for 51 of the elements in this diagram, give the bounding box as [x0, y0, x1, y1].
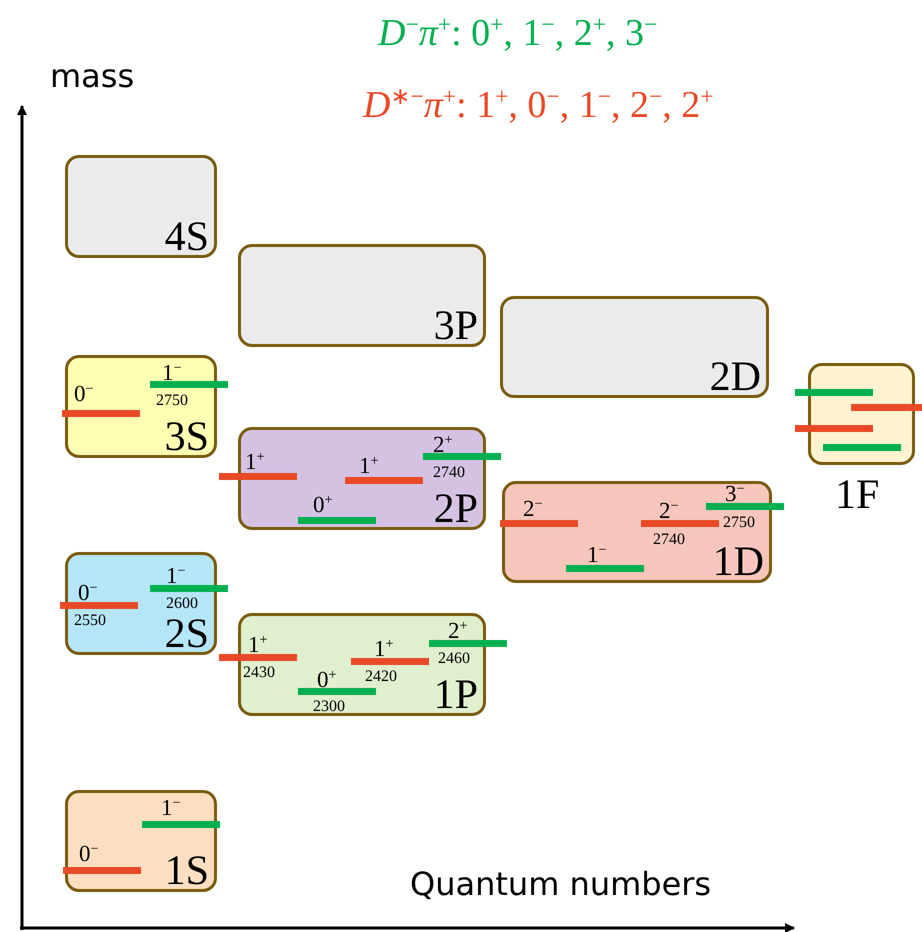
mass-value-label: 2600 — [166, 596, 198, 612]
spin-parity-label: 0$^{−}$ — [79, 842, 99, 865]
band-label: 3P — [434, 305, 478, 347]
spin-parity-label: 2$^{−}$ — [523, 497, 543, 520]
spin-parity-label: 0$^{+}$ — [317, 668, 337, 691]
multiplet-box — [65, 790, 217, 892]
spin-parity-label: 2$^{+}$ — [433, 433, 453, 456]
spin-parity-label: 1$^{−}$ — [166, 564, 186, 587]
mass-value-label: 2420 — [365, 669, 397, 685]
spin-parity-label: 0$^{−}$ — [78, 581, 98, 604]
mass-value-label: 2300 — [313, 699, 345, 715]
mass-value-label: 2740 — [433, 465, 465, 481]
spin-parity-label: 1$^{−}$ — [587, 543, 607, 566]
multiplet-box — [238, 613, 486, 716]
spin-parity-label: 2$^{−}$ — [659, 499, 679, 522]
spin-parity-label: 1$^{+}$ — [248, 633, 268, 656]
band-label: 2D — [710, 356, 761, 398]
band-label: 1D — [712, 541, 764, 583]
spin-parity-label: 1$^{−}$ — [162, 361, 182, 384]
multiplet-box — [238, 427, 486, 530]
spin-parity-label: 0$^{−}$ — [74, 382, 94, 405]
band-label: 2S — [164, 613, 209, 655]
multiplet-box — [65, 552, 217, 655]
band-label: 2P — [434, 488, 478, 530]
mass-value-label: 2750 — [723, 515, 755, 531]
spin-parity-label: 1$^{+}$ — [245, 450, 265, 473]
band-label: 4S — [164, 216, 209, 258]
mass-value-label: 2750 — [156, 393, 188, 409]
spin-parity-label: 1$^{+}$ — [374, 637, 394, 660]
mass-value-label: 2550 — [74, 613, 106, 629]
mass-value-label: 2430 — [243, 665, 275, 681]
spin-parity-label: 1$^{−}$ — [161, 796, 181, 819]
band-label: 1S — [164, 850, 209, 892]
multiplet-box — [502, 481, 772, 583]
spin-parity-label: 2$^{+}$ — [448, 619, 468, 642]
mass-value-label: 2740 — [653, 532, 685, 548]
spin-parity-label: 3$^{−}$ — [725, 482, 745, 505]
multiplet-box — [65, 155, 217, 258]
axis-label: Quantum numbers — [410, 868, 712, 900]
axis-label: mass — [50, 60, 134, 92]
spin-parity-label: 1$^{+}$ — [359, 454, 379, 477]
mass-value-label: 2460 — [438, 651, 470, 667]
legend-entry: D$^{∗−}$π$^{+}$: 1$^{+}$, 0$^{−}$, 1$^{−}$, 2$^{−}$, 2$^{+}$ — [363, 86, 714, 124]
band-label: 1F — [835, 474, 880, 516]
multiplet-box — [500, 296, 769, 398]
multiplet-box — [65, 355, 217, 458]
band-label: 3S — [164, 416, 209, 458]
spin-parity-label: 0$^{+}$ — [313, 493, 333, 516]
legend-entry: D$^{−}$π$^{+}$: 0$^{+}$, 1$^{−}$, 2$^{+}$, 3$^{−}$ — [378, 14, 658, 52]
multiplet-box — [238, 244, 486, 347]
band-label: 1P — [434, 674, 478, 716]
